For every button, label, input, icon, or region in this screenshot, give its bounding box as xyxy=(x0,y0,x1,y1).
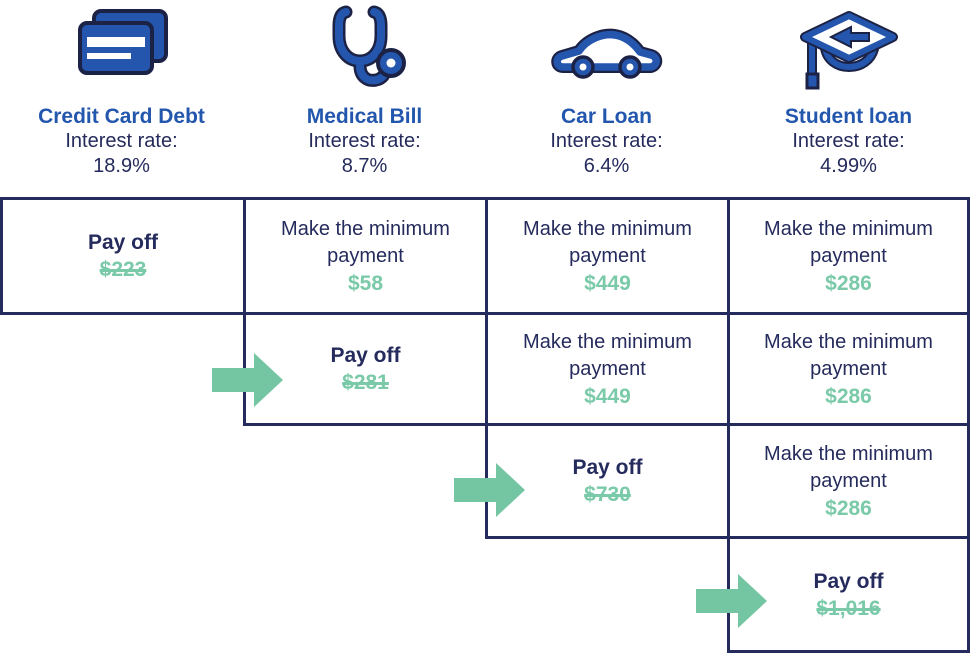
payoff-arrow-icon-medical xyxy=(212,352,284,408)
payoff-label: Pay off xyxy=(87,231,158,254)
minimum-payment-label: Make the minimum payment xyxy=(523,217,692,267)
cell-row4-student-payoff: Pay off $1,016 xyxy=(727,536,970,653)
interest-rate-value: 8.7% xyxy=(341,155,388,177)
minimum-payment-amount: $449 xyxy=(584,271,631,295)
interest-rate-value: 4.99% xyxy=(820,155,877,177)
minimum-payment-label: Make the minimum payment xyxy=(764,330,933,380)
column-header-credit-card: Credit Card Debt Interest rate: 18.9% xyxy=(0,0,243,197)
column-title: Medical Bill xyxy=(306,105,423,128)
minimum-payment-amount: $286 xyxy=(825,384,872,408)
interest-rate-value: 18.9% xyxy=(93,155,150,177)
cell-row1-car-minimum: Make the minimum payment $449 xyxy=(485,197,730,315)
payoff-arrow-icon-car xyxy=(454,462,526,518)
minimum-payment-label: Make the minimum payment xyxy=(764,217,933,267)
minimum-payment-amount: $449 xyxy=(584,384,631,408)
interest-rate-value: 6.4% xyxy=(583,155,630,177)
payoff-amount: $1,016 xyxy=(816,596,881,620)
payoff-label: Pay off xyxy=(572,456,643,479)
minimum-payment-label: Make the minimum payment xyxy=(523,330,692,380)
payoff-arrow-icon-student xyxy=(696,573,768,629)
interest-rate-label: Interest rate: xyxy=(550,130,663,152)
minimum-payment-amount: $286 xyxy=(825,271,872,295)
interest-rate-label: Interest rate: xyxy=(308,130,421,152)
cell-row3-student-minimum: Make the minimum payment $286 xyxy=(727,423,970,539)
column-header-student: Student loan Interest rate: 4.99% xyxy=(727,0,970,197)
stethoscope-icon xyxy=(243,0,486,104)
interest-rate-label: Interest rate: xyxy=(792,130,905,152)
column-header-medical: Medical Bill Interest rate: 8.7% xyxy=(243,0,486,197)
minimum-payment-amount: $286 xyxy=(825,496,872,520)
payoff-label: Pay off xyxy=(330,344,401,367)
column-title: Credit Card Debt xyxy=(38,105,205,128)
minimum-payment-label: Make the minimum payment xyxy=(281,217,450,267)
column-title: Car Loan xyxy=(560,105,652,128)
cell-row2-student-minimum: Make the minimum payment $286 xyxy=(727,312,970,426)
payoff-amount: $730 xyxy=(584,483,631,506)
payoff-amount: $223 xyxy=(99,258,147,281)
cell-row1-student-minimum: Make the minimum payment $286 xyxy=(727,197,970,315)
credit-card-icon xyxy=(0,0,243,104)
cell-row1-medical-minimum: Make the minimum payment $58 xyxy=(243,197,488,315)
column-header-car: Car Loan Interest rate: 6.4% xyxy=(485,0,728,197)
cell-row2-car-minimum: Make the minimum payment $449 xyxy=(485,312,730,426)
graduation-cap-icon xyxy=(727,0,970,104)
minimum-payment-amount: $58 xyxy=(347,271,384,295)
car-icon xyxy=(485,0,728,104)
minimum-payment-label: Make the minimum payment xyxy=(764,442,933,492)
cell-row1-credit-card-payoff: Pay off $223 xyxy=(0,197,246,315)
payoff-label: Pay off xyxy=(813,569,884,593)
payoff-amount: $281 xyxy=(342,371,389,394)
column-title: Student loan xyxy=(784,105,913,128)
interest-rate-label: Interest rate: xyxy=(65,130,178,152)
